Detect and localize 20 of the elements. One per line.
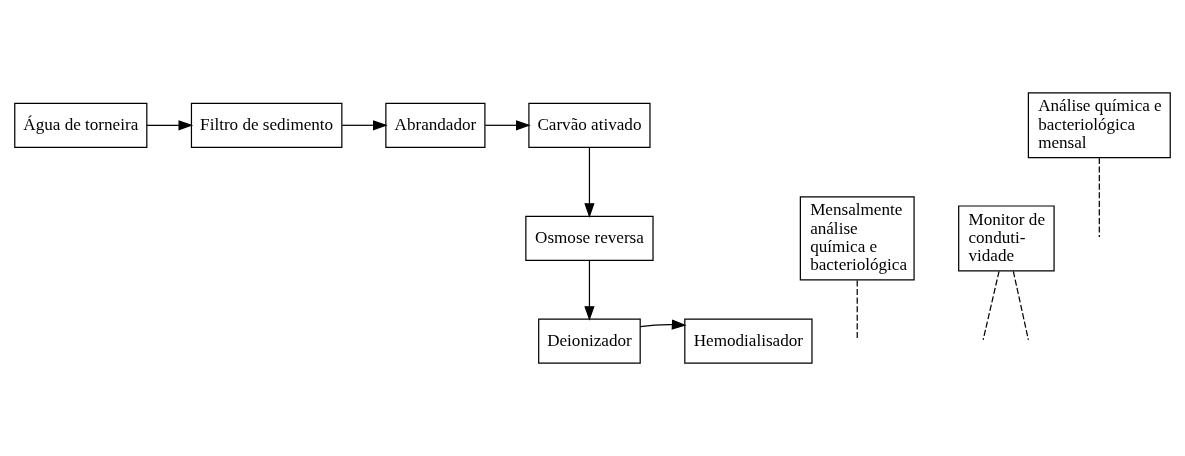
node-box: Deionizador (538, 318, 641, 364)
arrow (584, 146, 595, 218)
node-box: Filtro de sedimento (190, 102, 343, 148)
node-box: Carvão ativado (528, 102, 651, 148)
connector (982, 270, 1000, 341)
arrow (484, 120, 531, 131)
arrow (146, 120, 194, 131)
node-box: Análise química e bacteriológica mensal (1027, 92, 1171, 159)
arrow (341, 120, 388, 131)
arrow (584, 260, 595, 321)
connector (1012, 270, 1029, 341)
node-box: Hemodialisador (684, 318, 813, 364)
node-box: Mensalmente análise química e bacteriológica (799, 196, 915, 281)
node-box: Abrandador (385, 102, 486, 148)
node-box: Água de torneira (14, 102, 148, 148)
node-box: Osmose reversa (525, 215, 654, 261)
connector (1098, 157, 1100, 238)
node-box: Monitor de conduti- vidade (958, 205, 1055, 272)
connector (856, 279, 858, 341)
arrow (639, 319, 687, 330)
